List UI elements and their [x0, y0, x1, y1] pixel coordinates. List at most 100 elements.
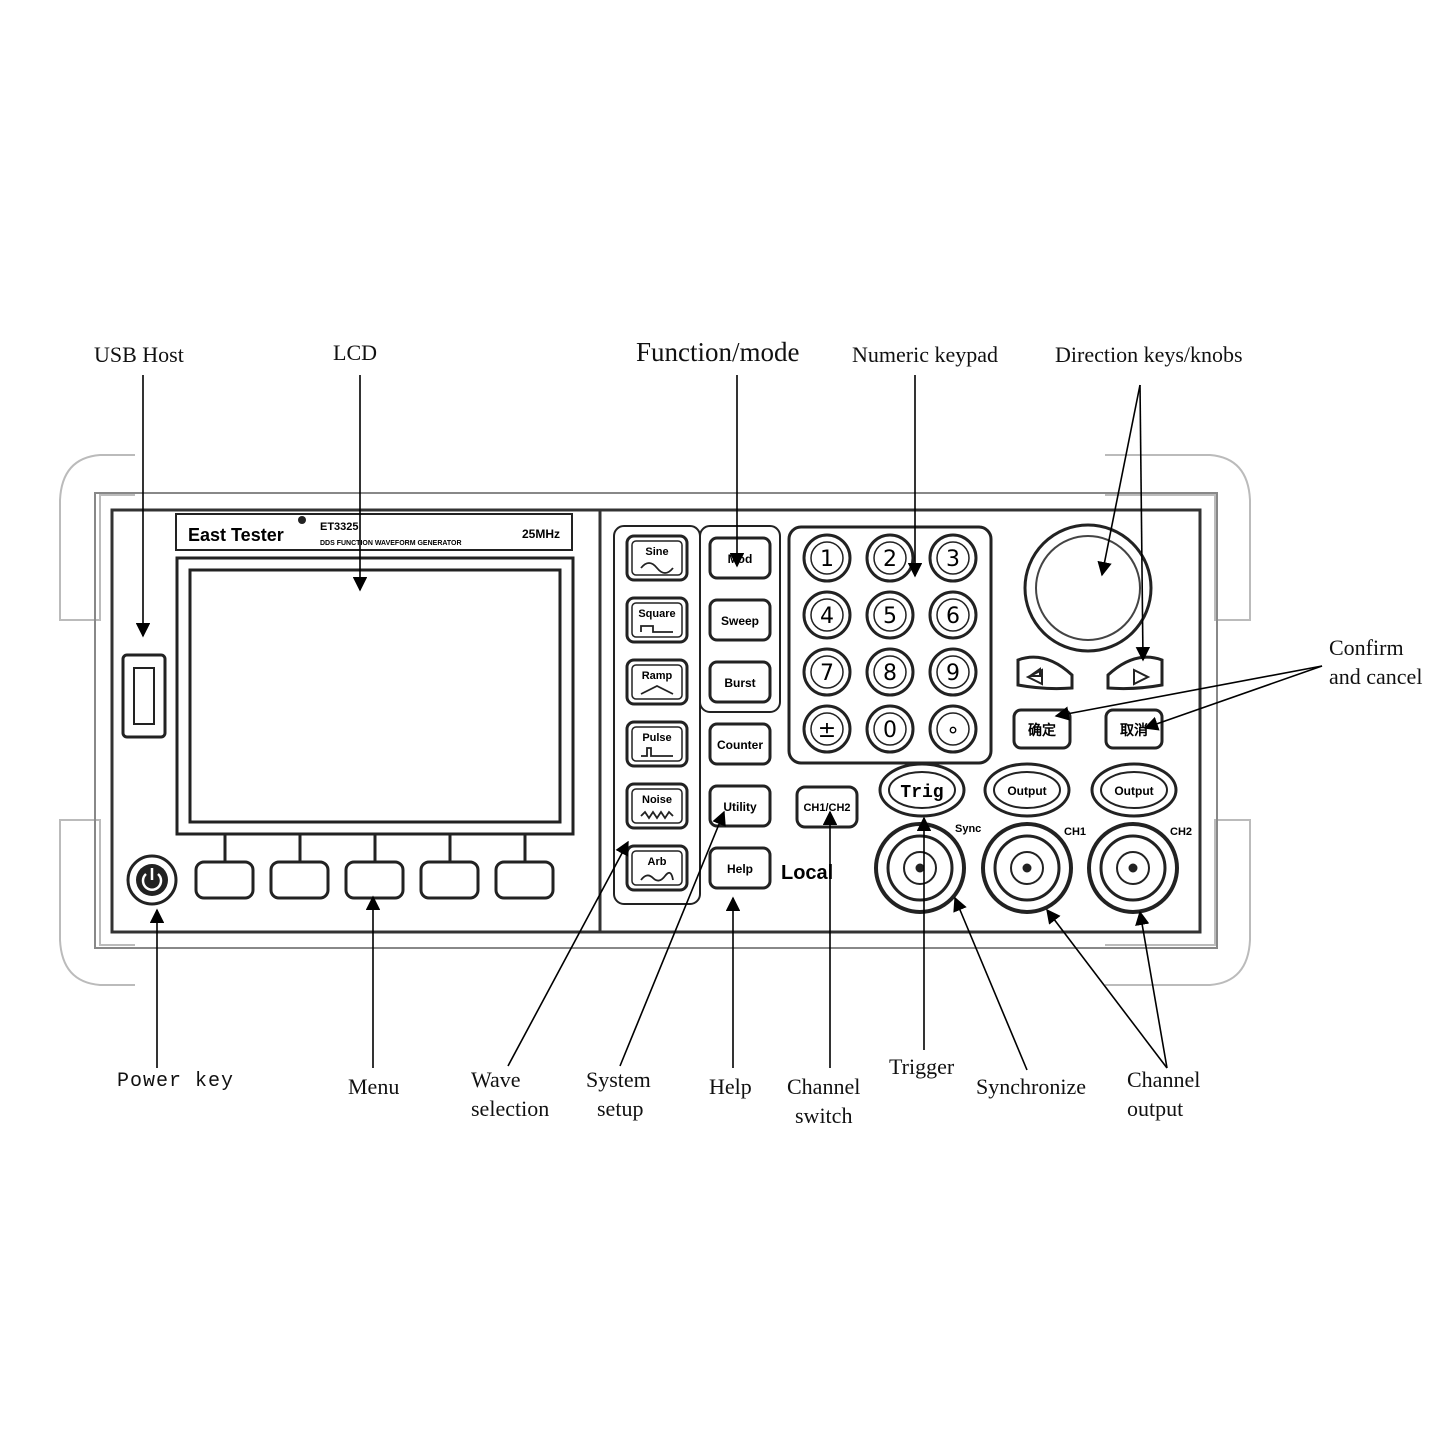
label-channel-switch-line2: switch [795, 1103, 853, 1128]
keypad-key-7[interactable]: 7 [802, 647, 852, 697]
label-trigger: Trigger [889, 1054, 955, 1079]
left-arrow-key[interactable] [1016, 655, 1074, 691]
label-direction-keys: Direction keys/knobs [1055, 342, 1243, 367]
keypad-key-4[interactable]: 4 [802, 590, 852, 640]
label-synchronize: Synchronize [976, 1074, 1086, 1099]
wave-key-label: Sine [645, 546, 668, 558]
wave-key-pulse[interactable]: Pulse [625, 720, 689, 768]
model-subtitle: DDS FUNCTION WAVEFORM GENERATOR [320, 540, 462, 547]
label-help: Help [709, 1074, 752, 1099]
wave-key-arb[interactable]: Arb [625, 844, 689, 892]
wave-key-sine[interactable]: Sine [625, 534, 689, 582]
arrow-channel-output-1 [1046, 908, 1168, 1069]
keypad-key-label: 8 [883, 661, 897, 686]
label-wave-selection-line1: Wave [471, 1067, 521, 1092]
wave-key-label: Ramp [642, 670, 673, 682]
keypad-key-decimal[interactable]: ∘ [928, 704, 978, 754]
annotation-arrows [135, 375, 1323, 1071]
arrow-confirm [1054, 665, 1323, 721]
mode-key-mod[interactable]: Mod [708, 536, 772, 580]
wave-key-noise[interactable]: Noise [625, 782, 689, 830]
arrow-direction-key [1135, 384, 1151, 662]
rotary-knob[interactable] [1023, 523, 1153, 653]
softkey-1[interactable] [194, 860, 255, 900]
mode-key-label: Burst [724, 676, 755, 690]
local-label: Local [781, 862, 833, 884]
wave-key-label: Pulse [642, 732, 671, 744]
numeric-keypad-group [787, 525, 993, 765]
keypad-key-3[interactable]: 3 [928, 533, 978, 583]
mode-key-label: Utility [723, 800, 757, 814]
trig-key-inner [888, 771, 956, 809]
arrow-cancel [1143, 665, 1323, 731]
square-wave-icon [640, 625, 673, 633]
mode-key-counter[interactable]: Counter [708, 722, 772, 766]
keypad-key-plus-minus[interactable]: ± [802, 704, 852, 754]
label-power-key: Power key [117, 1070, 235, 1093]
power-icon [141, 868, 163, 891]
keypad-key-label: 1 [820, 547, 834, 572]
keypad-key-1[interactable]: 1 [802, 533, 852, 583]
mode-key-burst[interactable]: Burst [708, 660, 772, 704]
sync-connector[interactable] [874, 822, 966, 914]
right-arrow-key[interactable] [1106, 655, 1164, 691]
right-triangle-icon [1133, 668, 1151, 686]
mode-key-label: Help [727, 862, 753, 876]
mode-key-sweep[interactable]: Sweep [708, 598, 772, 642]
keypad-key-9[interactable]: 9 [928, 647, 978, 697]
softkey-4[interactable] [419, 860, 480, 900]
corner-bumpers [59, 454, 1251, 986]
brand-plate [175, 513, 573, 551]
keypad-key-6[interactable]: 6 [928, 590, 978, 640]
output-ch2-key-inner [1100, 771, 1168, 809]
wave-key-ramp[interactable]: Ramp [625, 658, 689, 706]
label-lcd: LCD [333, 340, 377, 365]
label-confirm-cancel-line1: Confirm [1329, 635, 1404, 660]
channel-switch-key[interactable] [795, 785, 859, 829]
label-menu: Menu [348, 1074, 400, 1099]
keypad-key-5[interactable]: 5 [865, 590, 915, 640]
keypad-key-label: 9 [946, 661, 960, 686]
softkey-3[interactable] [344, 860, 405, 900]
mode-key-label: Counter [717, 738, 763, 752]
arb-wave-icon [640, 871, 674, 882]
label-channel-output-line1: Channel [1127, 1067, 1201, 1092]
mode-key-utility[interactable]: Utility [708, 784, 772, 828]
wave-key-square[interactable]: Square [625, 596, 689, 644]
keypad-key-label: ± [818, 718, 836, 743]
power-key[interactable] [126, 854, 178, 906]
softkey-5[interactable] [494, 860, 555, 900]
arrow-channel-output-2 [1135, 910, 1168, 1069]
output-ch2-key-label: Output [1114, 784, 1153, 798]
keypad-key-2[interactable]: 2 [865, 533, 915, 583]
label-usb-host: USB Host [94, 342, 184, 367]
keypad-key-label: 2 [883, 547, 897, 572]
registered-mark [298, 516, 306, 524]
brand-name: East Tester [188, 525, 284, 545]
usb-slot [133, 667, 155, 725]
mode-keys-group [699, 525, 781, 713]
sine-wave-icon [640, 562, 674, 574]
label-system-setup-line1: System [586, 1067, 651, 1092]
label-numeric-keypad: Numeric keypad [852, 342, 998, 367]
ch2-output-connector[interactable] [1087, 822, 1179, 914]
ch1-output-connector[interactable] [981, 822, 1073, 914]
wave-key-label: Noise [642, 794, 672, 806]
keypad-key-label: 7 [820, 661, 834, 686]
arrow-system-setup [619, 810, 726, 1067]
pulse-wave-icon [641, 747, 673, 757]
label-channel-switch-line1: Channel [787, 1074, 861, 1099]
softkey-2[interactable] [269, 860, 330, 900]
keypad-key-8[interactable]: 8 [865, 647, 915, 697]
label-function-mode: Function/mode [636, 337, 800, 367]
wave-keys-group [613, 525, 701, 905]
label-confirm-cancel-line2: and cancel [1329, 664, 1423, 689]
usb-host-port[interactable] [121, 653, 167, 739]
mode-key-help[interactable]: Help [708, 846, 772, 890]
mode-key-label: Mod [728, 552, 753, 566]
wave-key-label: Arb [648, 856, 667, 868]
keypad-key-0[interactable]: 0 [865, 704, 915, 754]
chassis-outer [94, 492, 1218, 949]
